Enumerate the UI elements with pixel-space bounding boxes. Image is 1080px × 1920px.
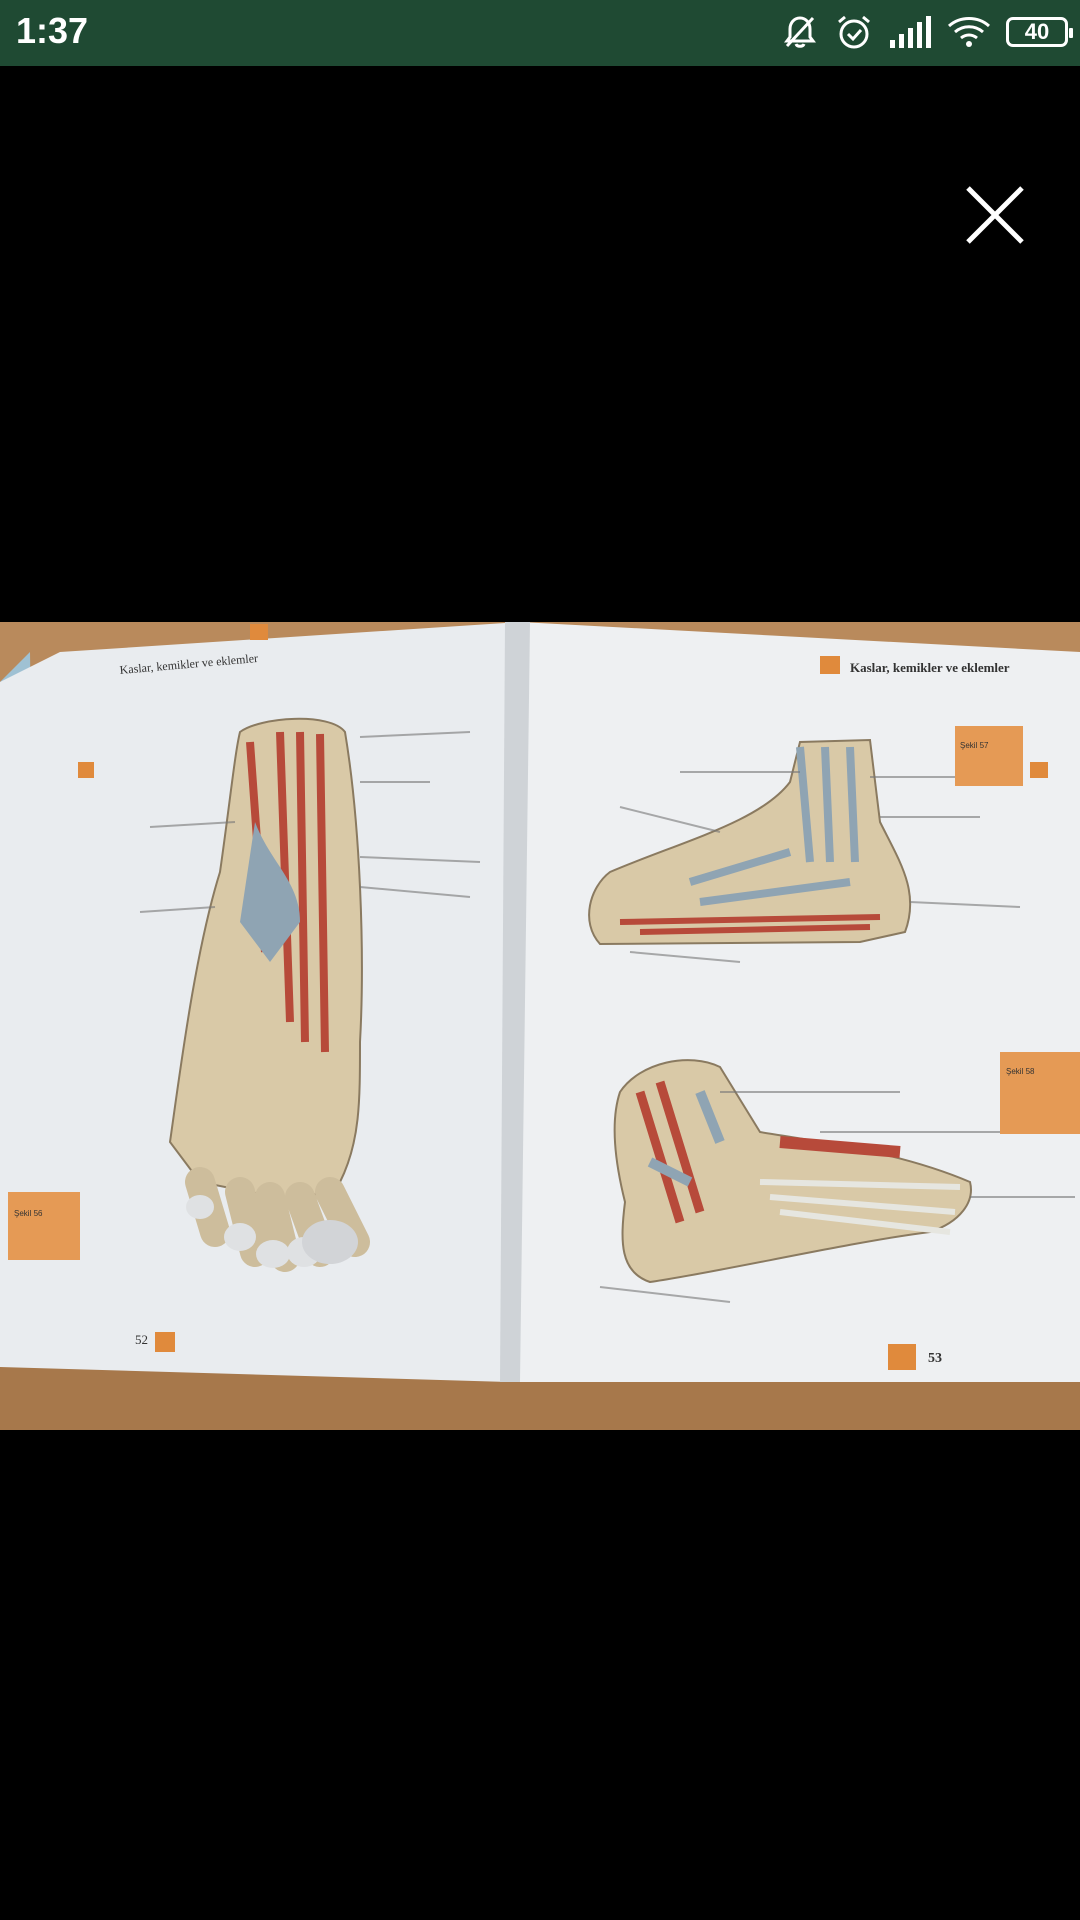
battery-level: 40	[1024, 19, 1050, 44]
notifications-off-icon	[784, 16, 816, 48]
left-page-number: 52	[135, 1332, 148, 1347]
figure-58-label: Şekil 58	[1006, 1067, 1035, 1076]
alarm-icon	[838, 15, 870, 49]
foot-dorsal-illustration	[168, 717, 370, 1272]
battery-icon: 40	[1006, 17, 1073, 47]
right-page-number: 53	[928, 1351, 942, 1366]
status-icons: 40	[780, 12, 1073, 52]
right-page-header: Kaslar, kemikler ve eklemler	[850, 660, 1010, 675]
close-icon[interactable]	[960, 180, 1030, 250]
status-bar: 1:37 40	[0, 0, 1080, 66]
anatomy-book-photo: Kaslar, kemikler ve eklemler Kaslar, kem…	[0, 622, 1080, 1430]
foot-lateral-illustration	[613, 1059, 972, 1284]
signal-icon	[890, 16, 931, 48]
status-time: 1:37	[16, 10, 89, 51]
figure-56-label: Şekil 56	[14, 1209, 43, 1218]
wifi-icon	[947, 17, 991, 47]
figure-57-label: Şekil 57	[960, 741, 989, 750]
foot-medial-illustration	[588, 738, 912, 946]
